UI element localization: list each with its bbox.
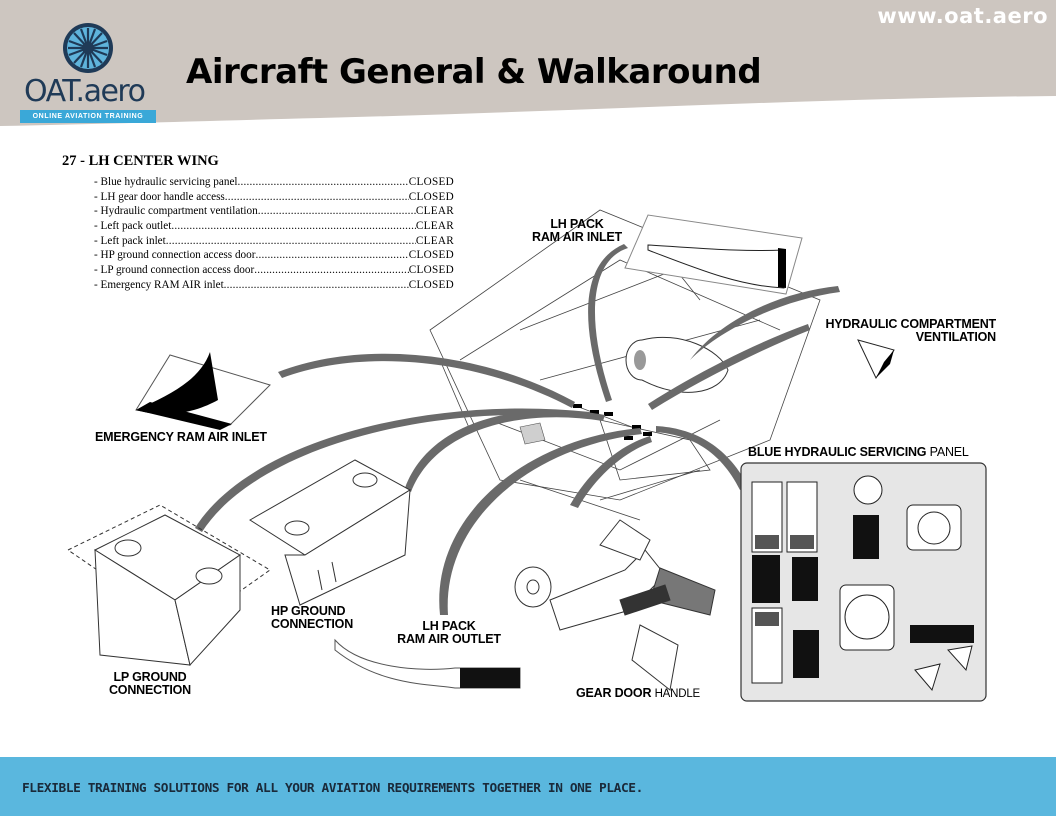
label-lh-pack-outlet: LH PACK RAM AIR OUTLET: [397, 619, 501, 646]
checklist-row: - HP ground connection access door CLOSED: [94, 248, 454, 263]
checklist-state: CLOSED: [408, 278, 454, 291]
checklist-row: - LP ground connection access door CLOSED: [94, 263, 454, 278]
blue-hydraulic-panel: [740, 462, 987, 702]
checklist-state: CLOSED: [408, 176, 454, 188]
label-gear-door-handle: GEAR DOOR HANDLE: [576, 686, 701, 701]
checklist-state: CLEAR: [415, 220, 454, 233]
site-url[interactable]: www.oat.aero: [877, 4, 1048, 28]
checklist-state: CLOSED: [408, 249, 454, 262]
checklist: - Blue hydraulic servicing panelCLOSED -…: [94, 175, 454, 293]
header: www.oat.aero OAT.aero ONLINE AVIATION TR…: [0, 0, 1056, 140]
walkaround-diagram: [67, 209, 987, 702]
checklist-state: CLEAR: [415, 205, 454, 218]
checklist-state: CLOSED: [408, 264, 454, 277]
lh-pack-outlet-detail: [334, 638, 521, 689]
label-hp-ground-connection: HP GROUND CONNECTION: [271, 604, 354, 631]
hp-ground-detail: [249, 459, 411, 606]
footer-banner: FLEXIBLE TRAINING SOLUTIONS FOR ALL YOUR…: [0, 757, 1056, 816]
checklist-row: - LH gear door handle access CLOSED: [94, 190, 454, 205]
checklist-row: - Emergency RAM AIR inlet CLOSED: [94, 278, 454, 293]
callout-leaders: [195, 244, 840, 615]
label-lp-ground-connection: LP GROUND CONNECTION: [108, 670, 192, 697]
gear-door-detail: [514, 519, 716, 691]
label-emergency-ram-air-inlet: EMERGENCY RAM AIR INLET: [95, 430, 267, 444]
page-title: Aircraft General & Walkaround: [186, 52, 762, 92]
oat-logo: OAT.aero ONLINE AVIATION TRAINING: [20, 22, 160, 128]
checklist-row: - Left pack outlet CLEAR: [94, 219, 454, 234]
label-blue-hydraulic-panel: BLUE HYDRAULIC SERVICING PANEL: [748, 445, 969, 459]
turbine-icon: [63, 23, 113, 73]
hydraulic-vent-detail: [857, 339, 895, 380]
checklist-item: - LH gear door handle access: [94, 190, 225, 203]
logo-wordmark: OAT.aero: [24, 74, 146, 109]
checklist-item: - Left pack inlet: [94, 234, 166, 247]
section-heading: 27 - LH CENTER WING: [62, 153, 219, 169]
checklist-item: - LP ground connection access door: [94, 264, 255, 277]
checklist-row: - Hydraulic compartment ventilation CLEAR: [94, 204, 454, 219]
checklist-row: - Left pack inlet CLEAR: [94, 234, 454, 249]
nacelle: [625, 336, 729, 393]
checklist-item: - Emergency RAM AIR inlet: [94, 278, 224, 291]
checklist-item: - HP ground connection access door: [94, 249, 256, 262]
checklist-state: CLEAR: [415, 234, 454, 247]
checklist-item: - Left pack outlet: [94, 220, 172, 233]
label-lh-pack-inlet: LH PACK RAM AIR INLET: [532, 217, 622, 244]
emergency-ram-detail: [135, 352, 271, 430]
checklist-item: - Blue hydraulic servicing panel: [94, 176, 238, 188]
header-background: [0, 0, 1056, 126]
checklist-row: - Blue hydraulic servicing panel CLOSED: [94, 175, 454, 190]
access-areas: [519, 404, 652, 445]
lp-ground-detail: [67, 504, 271, 667]
lh-pack-inlet-detail: [624, 214, 803, 295]
checklist-state: CLOSED: [408, 190, 454, 203]
checklist-item: - Hydraulic compartment ventilation: [94, 205, 258, 218]
footer-tagline: FLEXIBLE TRAINING SOLUTIONS FOR ALL YOUR…: [22, 781, 643, 796]
logo-tagline: ONLINE AVIATION TRAINING: [20, 110, 156, 123]
label-hydraulic-vent: HYDRAULIC COMPARTMENT VENTILATION: [825, 317, 996, 344]
